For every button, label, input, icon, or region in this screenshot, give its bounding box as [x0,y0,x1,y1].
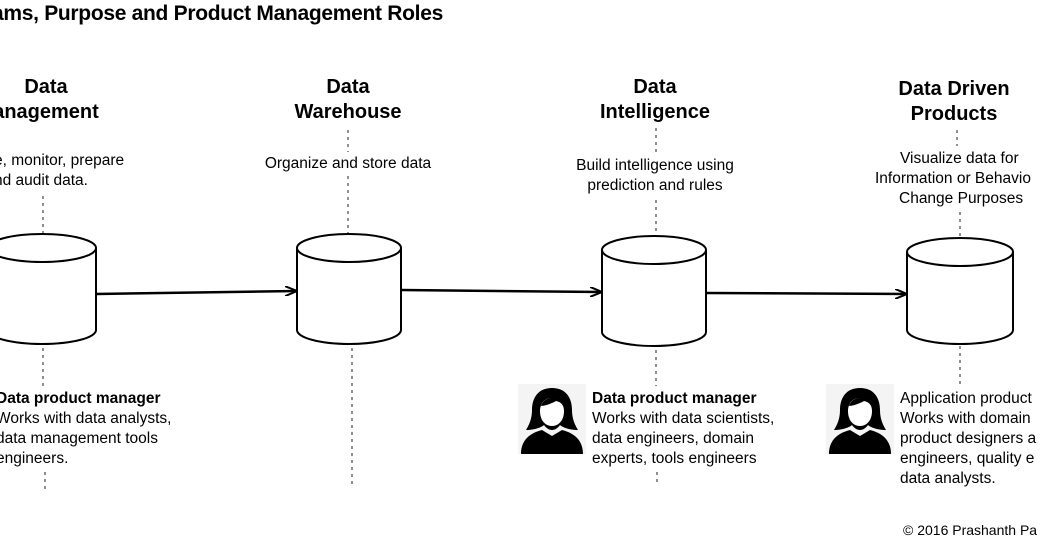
stage-1-purpose-line-1: e, monitor, prepare [0,152,125,169]
stage-1-role-line-3: engineers. [0,450,69,467]
stage-2-purpose: Organize and store data [248,154,448,174]
stage-4-role-line-3: engineers, quality e [900,450,1035,467]
arrow-right-icon [705,293,906,294]
stage-1-role-line-2: data management tools [0,430,158,447]
stage-1-role-title: Data product manager [0,390,161,407]
diagram-title: ams, Purpose and Product Management Role… [0,2,443,25]
stage-4-role-line-1: Works with domain [900,410,1031,427]
copyright-text: © 2016 Prashanth Pa [903,522,1038,538]
stage-3-role: Data product manager Works with data sci… [592,389,774,469]
stage-3-role-title: Data product manager [592,390,757,407]
database-cylinder-icon [906,237,1014,345]
stage-3-purpose: Build intelligence using prediction and … [555,156,755,196]
arrow-right-icon [95,291,296,294]
stage-4-purpose-line-3: Change Purposes [899,190,1024,207]
arrow-right-icon [400,290,601,292]
stage-1-heading-line-2: anagement [0,101,99,123]
stage-2-heading-line-1: Data [326,76,370,98]
stage-4-role-title: Application product [900,390,1032,407]
stage-1-purpose-line-2: nd audit data. [0,172,88,189]
stage-4-heading-line-2: Products [910,103,998,125]
stage-4-heading-line-1: Data Driven [898,78,1010,100]
database-cylinder-icon [0,233,97,345]
stage-4-purpose-line-2: Information or Behavio [875,170,1031,187]
stage-3-heading-line-1: Data [633,76,677,98]
stage-1-role: Data product manager Works with data ana… [0,389,171,469]
stage-3-heading: Data Intelligence [585,75,725,125]
stage-1-heading-line-1: Data [24,76,68,98]
database-cylinder-icon [601,235,707,347]
stage-4-purpose-line-1: Visualize data for [900,150,1019,167]
stage-3-role-line-1: Works with data scientists, [592,410,775,427]
stage-3-heading-line-2: Intelligence [599,101,711,123]
stage-2-heading: Data Warehouse [278,75,418,125]
stage-2-purpose-line-1: Organize and store data [264,155,432,172]
stage-3-purpose-line-1: Build intelligence using [576,157,734,174]
stage-4-heading: Data Driven Products [879,77,1029,127]
stage-1-heading: Data anagement [0,75,101,125]
stage-1-role-line-1: Works with data analysts, [0,410,172,427]
stage-1-purpose: e, monitor, prepare nd audit data. [0,151,124,191]
stage-4-role-line-2: product designers a [900,430,1037,447]
stage-3-purpose-line-2: prediction and rules [587,177,723,194]
stage-4-purpose: Visualize data for Information or Behavi… [875,149,1031,209]
person-avatar-icon [826,384,894,454]
stage-4-role: Application product Works with domain pr… [900,389,1036,489]
person-avatar-icon [518,384,586,454]
stage-3-role-line-2: data engineers, domain [592,430,755,447]
stage-4-role-line-4: data analysts. [900,470,996,487]
database-cylinder-icon [296,233,402,345]
stage-3-role-line-3: experts, tools engineers [592,450,757,467]
stage-2-heading-line-2: Warehouse [294,101,402,123]
